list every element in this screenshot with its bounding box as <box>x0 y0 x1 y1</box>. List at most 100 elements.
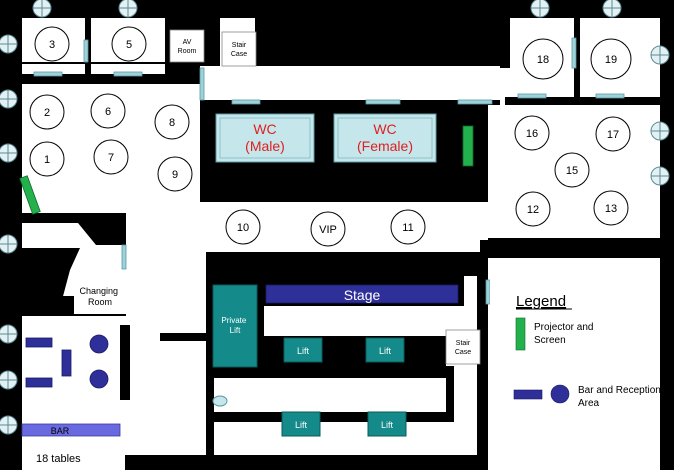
table-circle <box>154 104 190 140</box>
table-label: 16 <box>526 128 538 140</box>
changing-room: Changing Room <box>74 270 126 314</box>
table-circle <box>593 190 629 226</box>
wc-female-label: WC(Female) <box>357 121 413 154</box>
table-5: 5 <box>111 26 147 62</box>
table-circle <box>595 116 631 152</box>
table-label: 1 <box>44 154 50 166</box>
table-circle <box>93 139 129 175</box>
doors <box>33 37 625 305</box>
table-1: 1 <box>29 141 65 177</box>
table-label: VIP <box>319 224 337 236</box>
table-circle <box>90 93 126 129</box>
table-circle <box>34 26 70 62</box>
lift-1-label: Lift <box>297 346 310 356</box>
table-label: 8 <box>169 117 175 129</box>
table-circle <box>157 156 193 192</box>
table-label: 5 <box>126 39 132 51</box>
wc-male: WC(Male) <box>215 113 315 163</box>
table-circle <box>310 211 346 247</box>
table-label: 12 <box>527 204 539 216</box>
lift-3: Lift <box>281 411 321 437</box>
private-lift: Private Lift <box>212 284 258 368</box>
lift-2-label: Lift <box>379 346 392 356</box>
legend: Legend Projector and Screen Bar and Rece… <box>490 258 661 470</box>
table-13: 13 <box>593 190 629 226</box>
projector-screens <box>19 125 474 215</box>
window-icon <box>0 34 18 54</box>
lifts: Lift Lift Lift Lift <box>281 337 407 437</box>
window-icon <box>650 121 670 141</box>
table-10: 10 <box>225 209 261 245</box>
table-circle <box>515 191 551 227</box>
window-icon <box>650 45 670 65</box>
table-circle <box>590 38 632 80</box>
window-icon <box>650 166 670 186</box>
table-circle <box>29 141 65 177</box>
window-icon <box>0 234 18 254</box>
table-label: 10 <box>237 222 249 234</box>
table-16: 16 <box>514 115 550 151</box>
table-9: 9 <box>157 156 193 192</box>
projector-right <box>462 125 474 167</box>
table-label: 7 <box>108 152 114 164</box>
window-icon <box>0 415 18 435</box>
table-circle <box>29 94 65 130</box>
lift-4-label: Lift <box>381 420 394 430</box>
table-label: 15 <box>566 165 578 177</box>
private-lift-label: Private Lift <box>221 316 248 335</box>
window-icon <box>118 0 138 18</box>
table-label: 11 <box>402 222 413 234</box>
changing-room-label: Changing Room <box>79 286 120 307</box>
legend-title: Legend <box>516 293 566 310</box>
table-circle <box>111 26 147 62</box>
wc-male-label: WC(Male) <box>245 121 285 154</box>
window-icon <box>0 324 18 344</box>
table-18: 18 <box>522 38 564 80</box>
table-6: 6 <box>90 93 126 129</box>
stage-label: Stage <box>344 287 381 303</box>
table-label: 2 <box>44 107 50 119</box>
legend-reception-swatch <box>550 384 570 404</box>
window-icon <box>0 89 18 109</box>
windows <box>0 0 670 435</box>
table-11: 11 <box>390 209 426 245</box>
bar: BAR <box>21 423 121 437</box>
table-circle <box>390 209 426 245</box>
table-label: 6 <box>105 106 111 118</box>
window-icon <box>0 370 18 390</box>
table-12: 12 <box>515 191 551 227</box>
table-circle <box>225 209 261 245</box>
table-label: 17 <box>607 129 619 141</box>
lift-4: Lift <box>367 411 407 437</box>
lift-1: Lift <box>283 337 323 363</box>
lift-3-label: Lift <box>295 420 308 430</box>
stage: Stage <box>265 284 459 304</box>
table-label: 9 <box>172 169 178 181</box>
legend-bar-swatch <box>513 389 543 400</box>
window-icon <box>530 0 550 18</box>
bar-reception <box>25 334 109 389</box>
table-count: 18 tables <box>36 453 81 465</box>
table-2: 2 <box>29 94 65 130</box>
wc-female: WC(Female) <box>333 113 437 163</box>
legend-projector-swatch <box>515 317 526 351</box>
window-icon <box>0 143 18 163</box>
table-3: 3 <box>34 26 70 62</box>
table-8: 8 <box>154 104 190 140</box>
table-label: 19 <box>605 54 617 66</box>
fountain-oval <box>212 395 228 407</box>
table-label: 18 <box>537 54 549 66</box>
table-label: 13 <box>605 203 617 215</box>
window-icon <box>602 0 622 18</box>
window-icon <box>32 0 52 18</box>
table-17: 17 <box>595 116 631 152</box>
projector-left <box>19 175 41 215</box>
lift-2: Lift <box>365 337 405 363</box>
